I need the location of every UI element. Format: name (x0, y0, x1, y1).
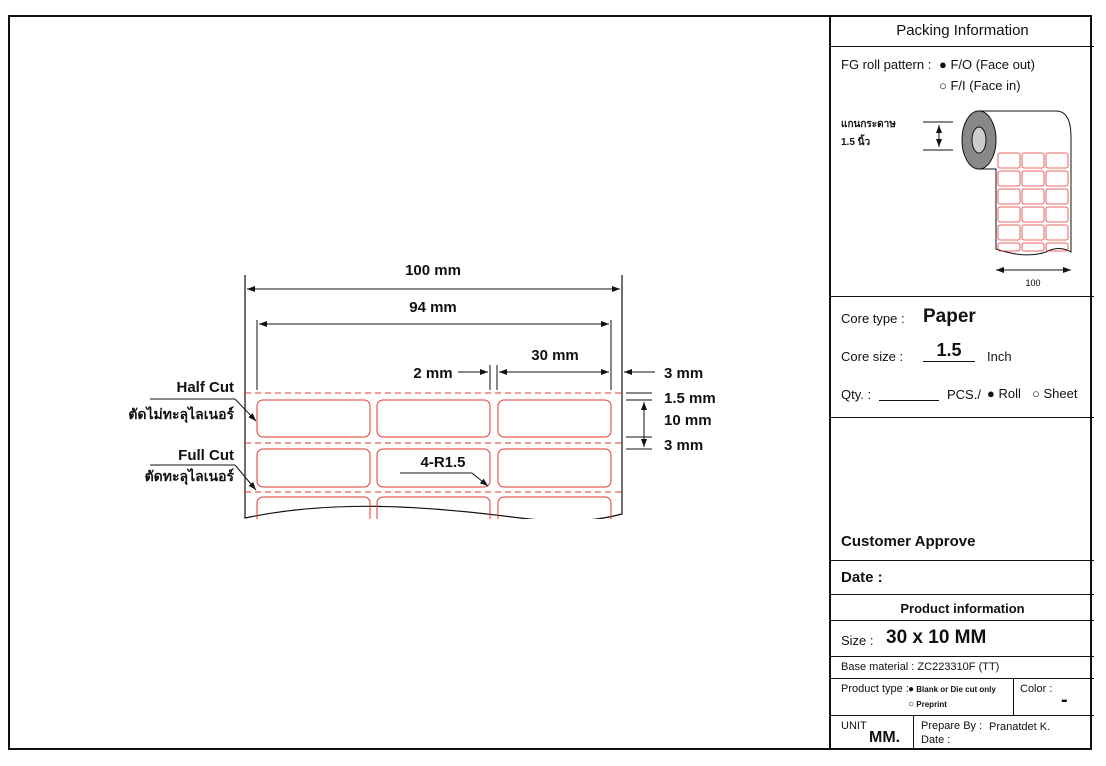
dim-94-label: 94 mm (409, 299, 457, 316)
face-out-label: F/O (Face out) (950, 57, 1035, 72)
qty-field[interactable] (879, 400, 939, 401)
core-type-label: Core type : (841, 311, 905, 326)
roll-label-mark (1045, 188, 1069, 205)
label-drawing: 100 mm 94 mm 2 mm 30 mm 3 mm 1.5 mm 10 m… (128, 262, 716, 539)
full-cut-label: Full Cut (178, 447, 234, 464)
roll-label-mark (997, 206, 1021, 223)
prepare-by-value: Pranatdet K. (989, 721, 1051, 733)
roll-pattern-label: FG roll pattern : (841, 57, 932, 72)
half-cut-thai: ตัดไม่ทะลุไลเนอร์ (128, 405, 234, 423)
die-cut-label (376, 399, 491, 438)
roll-label-mark (997, 170, 1021, 187)
prepare-by-label: Prepare By : (921, 720, 983, 732)
prepare-date-label: Date : (921, 734, 951, 746)
panel-header: Packing Information (831, 15, 1094, 47)
dim-30-label: 30 mm (531, 347, 579, 364)
roll-label-mark (997, 224, 1021, 241)
unit-label: UNIT (841, 720, 867, 732)
size-label: Size : (841, 633, 874, 648)
date-label: Date : (841, 569, 883, 586)
blank-label: Blank or Die cut only (916, 685, 996, 694)
option-preprint[interactable]: ○ Preprint (908, 699, 947, 710)
roll-label-mark (1021, 188, 1045, 205)
roll-label-mark (1045, 152, 1069, 169)
roll-label: Roll (998, 386, 1021, 401)
customer-approve-label: Customer Approve (841, 533, 976, 550)
product-info-title: Product information (900, 601, 1025, 616)
core-type-value: Paper (923, 306, 976, 327)
dim-row-gap-label: 3 mm (664, 437, 703, 454)
option-face-in[interactable]: ○ F/I (Face in) (939, 78, 1021, 93)
half-cut-label: Half Cut (177, 379, 235, 396)
sheet-label: Sheet (1043, 386, 1078, 401)
dim-100-label: 100 mm (405, 262, 461, 279)
base-material: Base material : ZC223310F (TT) (841, 661, 1000, 673)
unit-row: UNIT MM. Prepare By : Pranatdet K. Date … (831, 716, 1094, 750)
die-cut-label (497, 448, 612, 488)
approve-section: Customer Approve (831, 418, 1094, 561)
die-cut-label (256, 399, 371, 438)
core-note-thai: แกนกระดาษ (841, 119, 896, 130)
unit-value: MM. (869, 729, 901, 746)
die-cut-label (376, 448, 491, 488)
roll-label-mark (1021, 224, 1045, 241)
roll-label-mark (1021, 170, 1045, 187)
product-info-header: Product information (831, 595, 1094, 621)
roll-section: FG roll pattern : ● F/O (Face out) ○ F/I… (831, 47, 1094, 297)
roll-label-mark (1045, 224, 1069, 241)
roll-label-mark (997, 188, 1021, 205)
panel-title: Packing Information (896, 22, 1029, 39)
core-note-size: 1.5 นิ้ว (841, 137, 871, 148)
option-face-out[interactable]: ● F/O (Face out) (939, 57, 1035, 72)
radius-label: 4-R1.5 (420, 454, 465, 471)
pcs-label: PCS./ (947, 387, 981, 402)
roll-width-label: 100 (1025, 278, 1040, 288)
dim-10-label: 10 mm (664, 412, 712, 429)
roll-label-mark (1045, 170, 1069, 187)
option-sheet[interactable]: ○ Sheet (1032, 386, 1078, 401)
die-cut-label (256, 448, 371, 488)
color-label: Color : (1020, 683, 1053, 695)
roll-label-mark (997, 152, 1021, 169)
option-roll[interactable]: ● Roll (987, 386, 1021, 401)
base-material-row: Base material : ZC223310F (TT) (831, 657, 1094, 679)
option-blank[interactable]: ● Blank or Die cut only (908, 684, 996, 695)
roll-label-mark (1021, 152, 1045, 169)
product-type-row: Product type : ● Blank or Die cut only ○… (831, 679, 1094, 716)
roll-label-mark (1021, 206, 1045, 223)
size-row: Size : 30 x 10 MM (831, 621, 1094, 657)
roll-label-mark (997, 242, 1021, 252)
roll-label-mark (1045, 206, 1069, 223)
dim-2-label: 2 mm (413, 365, 452, 382)
roll-label-mark (1021, 242, 1045, 252)
divider (1013, 679, 1014, 716)
date-section: Date : (831, 561, 1094, 595)
core-size-label: Core size : (841, 349, 904, 364)
core-section: Core type : Paper Core size : 1.5 Inch Q… (831, 297, 1094, 418)
product-type-label: Product type : (841, 683, 909, 695)
dim-1-5-label: 1.5 mm (664, 390, 716, 407)
divider (913, 716, 914, 750)
die-cut-label (497, 399, 612, 438)
roll-label-mark (1045, 242, 1069, 252)
core-size-value: 1.5 (923, 340, 975, 362)
roll-illustration: 100 (923, 110, 1072, 288)
qty-label: Qty. : (841, 387, 872, 402)
full-cut-thai: ตัดทะลุไลเนอร์ (145, 467, 235, 485)
dim-3-label: 3 mm (664, 365, 703, 382)
preprint-label: Preprint (916, 700, 947, 709)
drawing-frame (8, 15, 1092, 750)
core-unit: Inch (987, 349, 1012, 364)
packing-panel: Packing Information FG roll pattern : ● … (829, 15, 1094, 750)
face-in-label: F/I (Face in) (950, 78, 1021, 93)
color-value: - (1061, 689, 1068, 711)
size-value: 30 x 10 MM (886, 627, 987, 648)
label-grid (240, 399, 630, 539)
